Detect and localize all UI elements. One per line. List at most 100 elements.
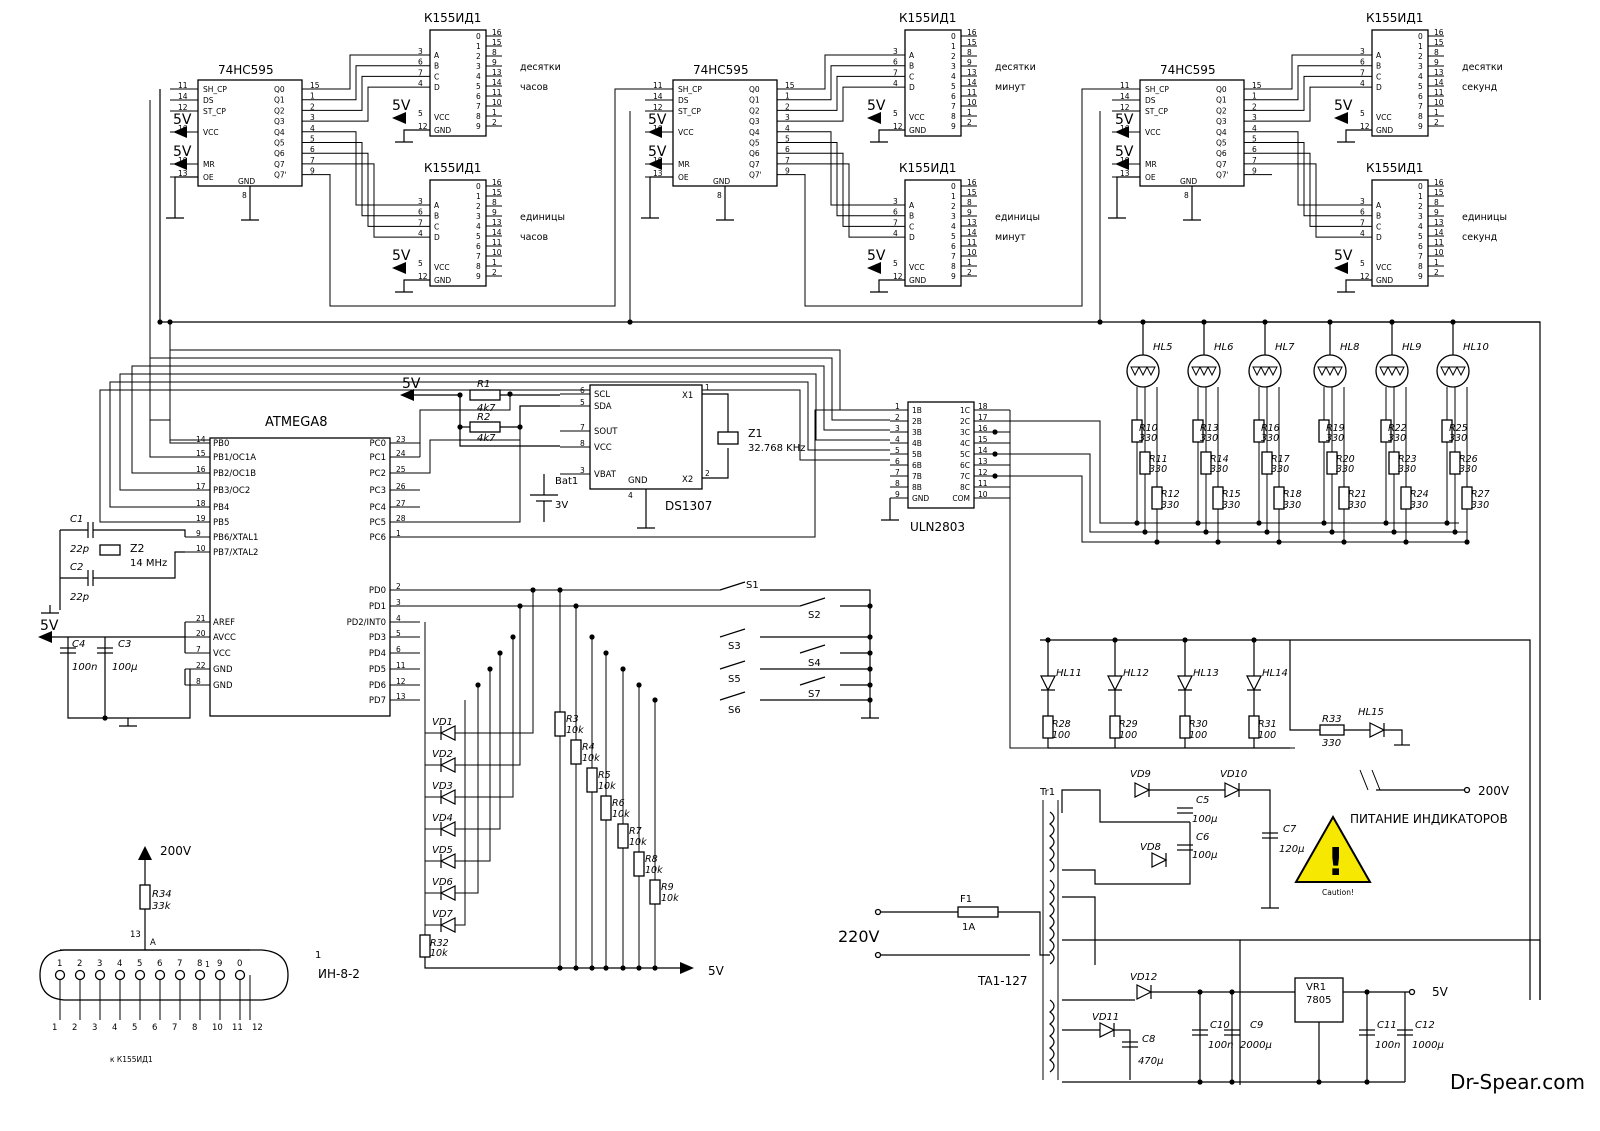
pin-name: 8 xyxy=(1418,112,1423,121)
component-ref: Tr1 xyxy=(1039,787,1055,798)
component-ref: R34 xyxy=(152,889,172,900)
pin-name: SCL xyxy=(594,390,610,400)
pin-number: 5 xyxy=(1360,259,1365,268)
component-value: 330 xyxy=(1388,433,1406,444)
pin-number: 3 xyxy=(310,113,315,122)
pin-name: PC2 xyxy=(370,469,386,479)
pin-name: MR xyxy=(203,160,215,169)
pin-name: DS xyxy=(1145,96,1156,105)
pin-name: GND xyxy=(1376,276,1393,285)
bus-wire xyxy=(330,65,408,101)
bus-wire xyxy=(330,54,408,90)
pin-number: 16 xyxy=(967,178,977,187)
component-value: 330 xyxy=(1410,500,1428,511)
pin-number: 10 xyxy=(1434,98,1444,107)
cathode-pin-icon xyxy=(154,969,166,981)
pin-name: 6B xyxy=(912,461,922,470)
pin-name: VCC xyxy=(594,443,612,453)
pin-number: 1 xyxy=(705,383,710,392)
nixie-note: к К155ИД1 xyxy=(110,1055,153,1064)
component-ref: R24 xyxy=(1410,489,1429,500)
bus-wire xyxy=(1272,142,1350,217)
led-cluster-icon xyxy=(1248,354,1282,388)
supply-label: 5V xyxy=(1334,248,1353,264)
digit-label: единицы xyxy=(1462,212,1507,223)
pin-number: 14 xyxy=(967,78,977,87)
wire xyxy=(455,669,491,862)
pin-name: VCC xyxy=(213,649,231,659)
led-icon xyxy=(1107,675,1123,692)
component-ref: VD7 xyxy=(432,909,454,920)
pin-name: 0 xyxy=(951,32,956,41)
led-icon xyxy=(1268,366,1278,377)
optocoupler-icon xyxy=(1359,769,1381,791)
pin-number: 4 xyxy=(895,435,900,444)
pin-name: VCC xyxy=(1145,128,1161,137)
pin-name: Q2 xyxy=(274,106,285,115)
pin-name: Q7' xyxy=(1216,171,1229,180)
led-icon xyxy=(1440,366,1450,377)
component-value: 32.768 KHz xyxy=(748,443,806,454)
component-ref: R29 xyxy=(1119,719,1138,730)
pin-number: 8 xyxy=(580,439,585,448)
pin-name: OE xyxy=(203,173,214,182)
pin-name: 1 xyxy=(1418,192,1423,201)
component-value: 100 xyxy=(1119,730,1137,741)
pin-name: A xyxy=(909,51,915,60)
bus-wire xyxy=(1272,131,1350,206)
pin-number: 9 xyxy=(895,490,900,499)
supply-label: 200V xyxy=(160,844,192,858)
pin-number: 3 xyxy=(418,197,423,206)
pin-number: 6 xyxy=(396,645,401,654)
pin-name: C xyxy=(1376,72,1381,81)
pin-name: GND xyxy=(238,177,255,186)
component-ref: C9 xyxy=(1250,1020,1263,1031)
bus-wire xyxy=(1272,75,1350,111)
component-ref: HL5 xyxy=(1153,342,1172,353)
supply-arrow-icon xyxy=(173,158,187,170)
junction-dot xyxy=(1197,1079,1203,1085)
terminal xyxy=(1463,786,1471,794)
pin-number: 14 xyxy=(978,446,988,455)
shift-register-group xyxy=(672,79,778,187)
pin-name: 5 xyxy=(476,82,481,91)
pin-number: 7 xyxy=(418,218,423,227)
pin-number: 14 xyxy=(1434,228,1444,237)
pin-name: 8 xyxy=(476,112,481,121)
component-value: 10k xyxy=(661,893,679,904)
component-value: 22p xyxy=(70,544,89,555)
diode-icon xyxy=(439,917,456,933)
pin-number: 15 xyxy=(1434,38,1444,47)
pin-name: PD5 xyxy=(369,665,386,675)
pin-name: AREF xyxy=(213,618,235,628)
wire xyxy=(998,911,1050,956)
wire xyxy=(1010,453,1467,533)
digit-label: 6 xyxy=(157,959,162,969)
pin-number: 6 xyxy=(310,145,315,154)
led-icon xyxy=(1395,366,1405,377)
pin-name: C xyxy=(434,72,439,81)
transformer-winding xyxy=(1049,999,1055,1073)
bus-wire xyxy=(330,163,408,238)
component-value: 330 xyxy=(1326,433,1344,444)
pin-name: Q2 xyxy=(1216,106,1227,115)
pin-number: 7 xyxy=(196,645,201,654)
pin-name: GND xyxy=(213,681,233,691)
pin-number: 9 xyxy=(492,58,497,67)
pin-number: 11 xyxy=(492,238,502,247)
pin-number: 5 xyxy=(1252,135,1257,144)
supply-label: 5V xyxy=(648,112,667,128)
gnd-wire xyxy=(403,279,430,292)
diode-vd10-icon xyxy=(1224,782,1241,798)
decoder-k155id1 xyxy=(904,179,962,287)
component-ref: R21 xyxy=(1348,489,1367,500)
rtc-ds1307 xyxy=(589,384,703,490)
mcu-atmega8 xyxy=(209,437,391,717)
pin-name: Q0 xyxy=(749,85,760,94)
component-value: 1000µ xyxy=(1412,1040,1444,1051)
pin-name: B xyxy=(1376,62,1381,71)
warning-icon xyxy=(1294,814,1372,883)
diode-vd12-icon xyxy=(1136,984,1153,1000)
led-icon xyxy=(1387,366,1397,377)
junction-dot xyxy=(507,391,513,397)
